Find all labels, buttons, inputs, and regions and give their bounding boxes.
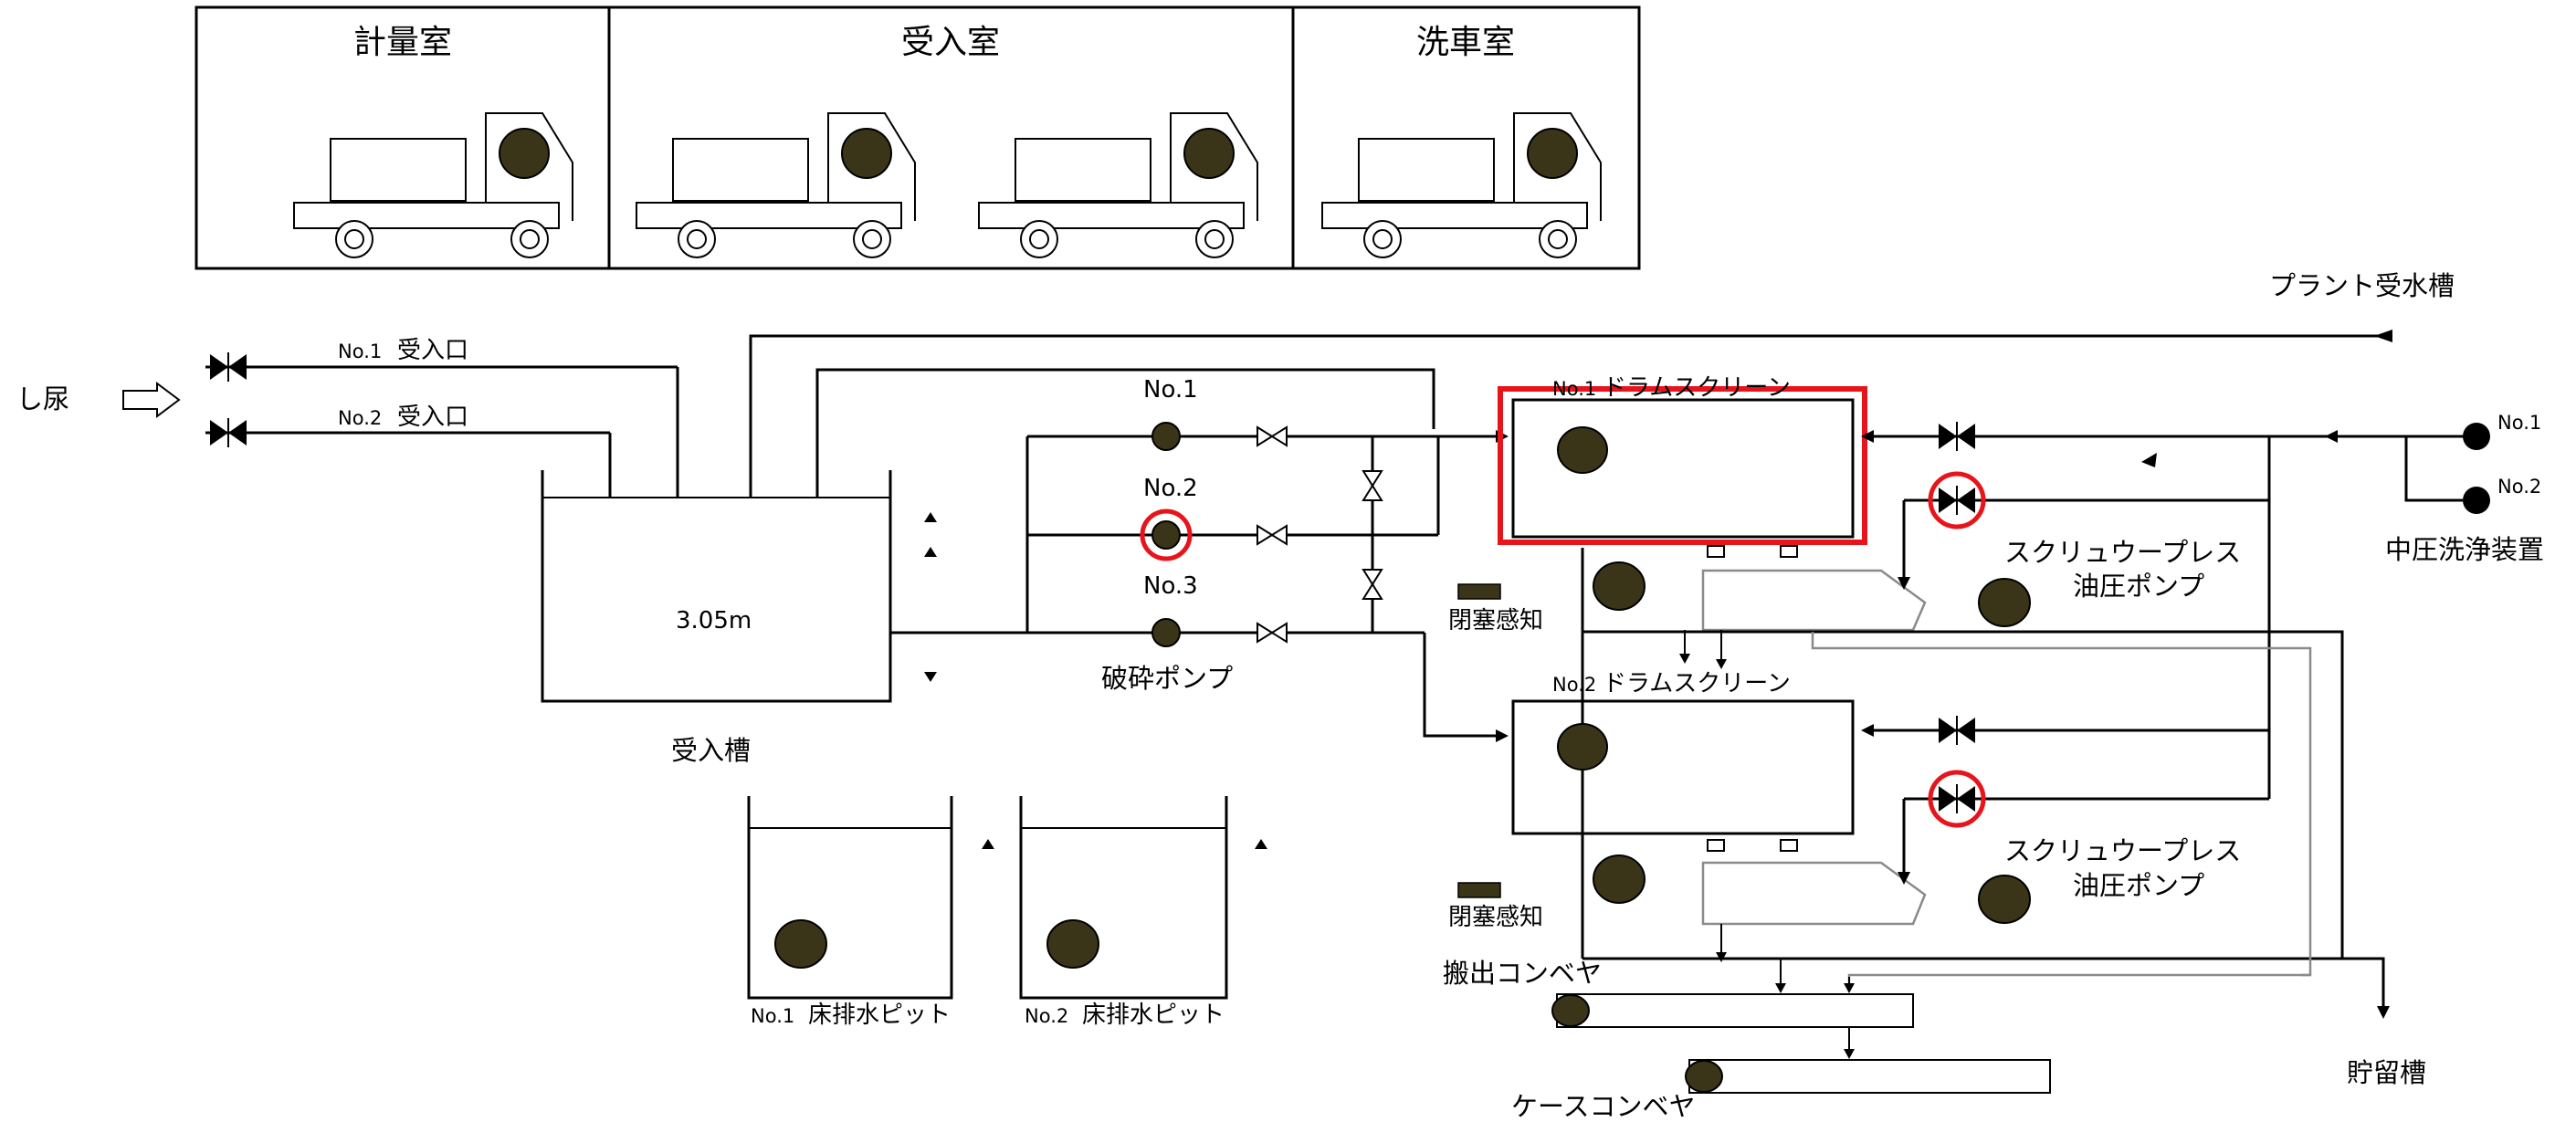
wash-valve-drum1-icon[interactable]: [1938, 421, 1976, 452]
plant-water-tank-label: プラント受水槽: [2269, 270, 2455, 301]
blockage-sensor-no1-icon: [1457, 583, 1501, 600]
drain-pit-no1-number: No.1: [751, 1005, 794, 1027]
receiving-tank: [541, 470, 892, 703]
inlet-no2-label: 受入口: [397, 404, 468, 431]
inlet-no1-label: 受入口: [397, 337, 468, 364]
washer-no1-icon[interactable]: [2463, 423, 2490, 450]
screw-press-no1: [1701, 569, 1927, 632]
truck-icon-weighing: [293, 112, 573, 258]
pump-no1-valve-icon[interactable]: [1256, 426, 1288, 446]
pump-no3-label: No.3: [1143, 572, 1198, 600]
washer-no2-label: No.2: [2497, 476, 2541, 498]
press-no1-label-line1: スクリュウープレス: [2004, 537, 2241, 568]
room-receiving-label: 受入室: [901, 24, 1000, 61]
drum-screen-no1[interactable]: [1511, 398, 1855, 539]
press-valve-no1-highlight: [1928, 471, 1986, 530]
press-no2-motor-icon: [1593, 855, 1645, 904]
pump-no1-icon[interactable]: [1151, 422, 1181, 451]
crushing-pump-label: 破砕ポンプ: [1101, 663, 1233, 694]
press-no2-label-line1: スクリュウープレス: [2004, 835, 2241, 866]
press-no1-label-line2: 油圧ポンプ: [2073, 571, 2204, 602]
drain-pit-no2: [1019, 796, 1228, 1000]
hydraulic-pump-no1-icon: [1978, 578, 2031, 627]
drum-screen-no2[interactable]: [1511, 699, 1855, 835]
pump-no2-highlight: [1140, 509, 1193, 561]
washer-no1-label: No.1: [2497, 412, 2541, 434]
drum-no1-number: No.1: [1552, 378, 1596, 400]
bypass-valve-lower-icon[interactable]: [1362, 569, 1383, 600]
drain-pit-no2-label: 床排水ピット: [1082, 1001, 1225, 1029]
pump-no2-label: No.2: [1143, 475, 1198, 502]
pump-no3-icon[interactable]: [1151, 618, 1181, 647]
drain-pit-no1-pump-icon: [774, 919, 827, 969]
case-conveyor-motor-icon: [1685, 1060, 1723, 1093]
blockage-sensor-no1-label: 閉塞感知: [1448, 607, 1543, 634]
pump-no2-valve-icon[interactable]: [1256, 525, 1288, 545]
level-low-icon: [924, 672, 937, 682]
tank-level-label: 3.05m: [676, 607, 752, 634]
truck-icon-receiving-2: [978, 112, 1258, 258]
case-conveyor: [1688, 1059, 2051, 1094]
room-panel: 計量室 受入室 洗車室: [195, 5, 1641, 270]
press-valve-no2-icon[interactable]: [1938, 783, 1976, 814]
truck-icon-receiving-1: [636, 112, 916, 258]
room-weighing-label: 計量室: [353, 24, 452, 61]
drum-no1-motor-icon: [1557, 426, 1608, 474]
inlet-no1-number: No.1: [338, 341, 382, 362]
drain-pit-no2-number: No.2: [1025, 1005, 1068, 1027]
receiving-tank-label: 受入槽: [671, 735, 751, 766]
level-high-icon: [924, 512, 937, 522]
washer-label: 中圧洗浄装置: [2385, 534, 2544, 565]
hydraulic-pump-no2-icon: [1978, 875, 2031, 924]
room-carwash-label: 洗車室: [1416, 24, 1515, 61]
blockage-sensor-no2-label: 閉塞感知: [1448, 904, 1543, 931]
discharge-conveyor: [1556, 993, 1914, 1028]
discharge-conveyor-motor-icon: [1551, 994, 1590, 1027]
drum-no2-label: ドラムスクリーン: [1603, 670, 1791, 697]
inlet-label: し尿: [16, 383, 69, 414]
truck-icon-carwash: [1321, 112, 1602, 258]
bypass-valve-upper-icon[interactable]: [1362, 470, 1383, 501]
drum-no2-motor-icon: [1557, 723, 1608, 771]
screw-press-no2: [1701, 861, 1927, 926]
drain-pit-no2-pump-icon: [1046, 919, 1099, 969]
washer-no2-icon[interactable]: [2463, 487, 2490, 514]
drum-no1-label: ドラムスクリーン: [1603, 374, 1791, 402]
storage-tank-label: 貯留槽: [2347, 1057, 2426, 1088]
pump-no3-valve-icon[interactable]: [1256, 623, 1288, 643]
press-no2-label-line2: 油圧ポンプ: [2073, 870, 2204, 901]
drum-no2-number: No.2: [1552, 674, 1596, 696]
wash-valve-drum2-icon[interactable]: [1938, 715, 1976, 746]
drain-pit-no1: [747, 796, 953, 1000]
discharge-conveyor-label: 搬出コンベヤ: [1443, 958, 1602, 989]
case-conveyor-label: ケースコンベヤ: [1511, 1091, 1696, 1122]
inlet-valve-no2-icon[interactable]: [209, 417, 247, 448]
press-valve-no2-highlight: [1928, 770, 1986, 828]
inlet-valve-no1-icon[interactable]: [209, 351, 247, 383]
pump-no2-icon[interactable]: [1151, 520, 1181, 550]
press-no1-motor-icon: [1593, 561, 1645, 611]
drain-pit-no1-label: 床排水ピット: [808, 1001, 951, 1029]
level-mid-icon: [924, 547, 937, 557]
pump-no1-label: No.1: [1143, 376, 1198, 404]
drum-screen-no1-highlight: [1498, 386, 1867, 545]
press-valve-no1-icon[interactable]: [1938, 485, 1976, 516]
blockage-sensor-no2-icon: [1457, 882, 1501, 898]
inlet-no2-number: No.2: [338, 407, 382, 429]
inlet-arrow-icon: [122, 382, 181, 418]
